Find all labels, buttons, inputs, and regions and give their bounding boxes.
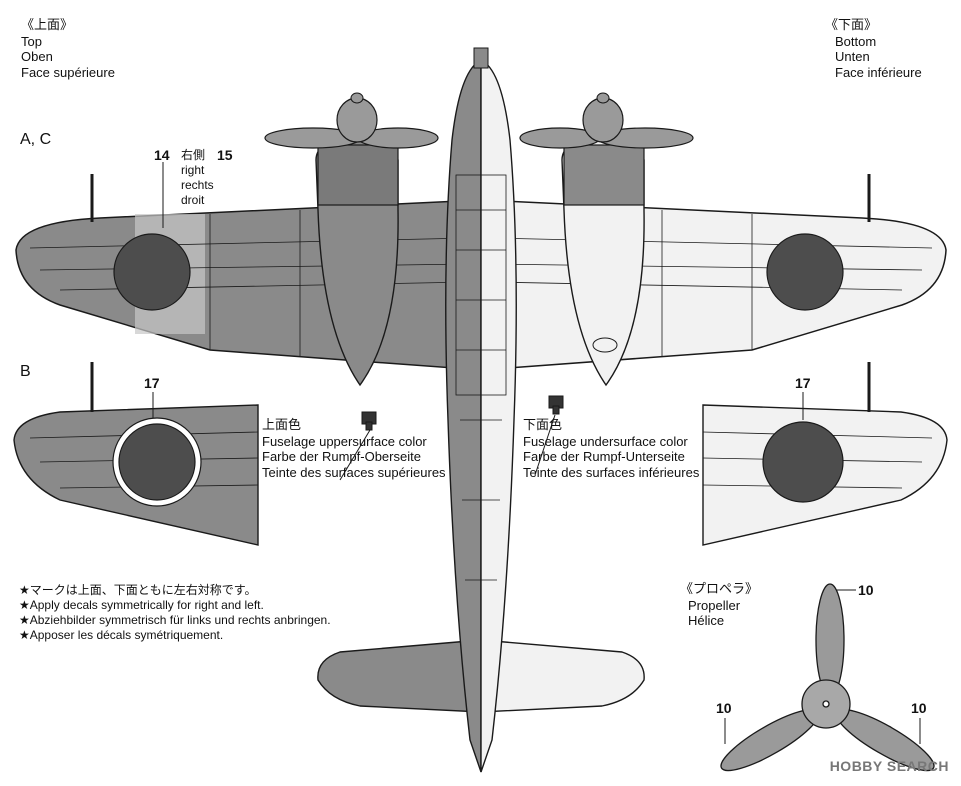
watermark: HOBBY SEARCH <box>829 758 949 774</box>
bottom-view-en: Bottom <box>835 33 877 49</box>
decal-10-right: 10 <box>911 700 927 716</box>
variant-b-label: B <box>20 363 31 380</box>
upper-color-callout: 上面色 Fuselage uppersurface color Farbe de… <box>262 418 446 480</box>
variant-ac-label: A, C <box>20 131 52 148</box>
propeller-en: Propeller <box>688 597 741 613</box>
hinomaru-lower-wing <box>766 233 844 311</box>
upper-color-en: Fuselage uppersurface color <box>262 433 427 449</box>
bottom-view-de: Unten <box>835 49 870 64</box>
decal-10-top: 10 <box>858 582 874 598</box>
top-view-fr: Face supérieure <box>21 64 115 80</box>
upper-color-jp: 上面色 <box>262 418 302 433</box>
upper-color-de: Farbe der Rumpf-Oberseite <box>262 449 421 464</box>
hinomaru-upper-wing <box>113 233 191 311</box>
lower-color-callout: 下面色 Fuselage undersurface color Farbe de… <box>523 418 699 480</box>
fuselage-upper-half <box>445 58 482 773</box>
top-view-label: 《上面》 Top Oben Face supérieure <box>21 18 115 80</box>
decal-14: 14 <box>154 147 170 163</box>
upper-color-fr: Teinte des surfaces supérieures <box>262 464 446 480</box>
top-view-de: Oben <box>21 49 53 64</box>
decal-10-left: 10 <box>716 700 732 716</box>
right-side-en: right <box>181 163 205 177</box>
bottom-view-jp: 《下面》 <box>825 18 878 33</box>
decal-17-upper: 17 <box>144 375 160 391</box>
propeller-drawing <box>720 583 935 772</box>
propeller-jp: 《プロペラ》 <box>680 582 759 597</box>
notes-fr: ★Apposer les décals symétriquement. <box>19 628 224 642</box>
paint-marker-lower <box>548 395 564 415</box>
top-view-en: Top <box>21 33 42 49</box>
top-view-jp: 《上面》 <box>21 18 74 33</box>
propeller-label: 《プロペラ》 Propeller Hélice <box>680 582 758 629</box>
left-tailplane <box>317 639 482 713</box>
lower-color-jp: 下面色 <box>523 418 563 433</box>
bottom-view-fr: Face inférieure <box>835 64 922 80</box>
propeller-fr: Hélice <box>688 613 725 628</box>
decal-15: 15 <box>217 147 233 163</box>
paint-marker-upper <box>361 411 377 431</box>
right-main-wing <box>480 199 947 371</box>
right-side-jp: 右側 <box>181 148 206 162</box>
fuselage-lower-half <box>480 58 517 773</box>
notes-de: ★Abziehbilder symmetrisch für links und … <box>19 613 331 627</box>
lower-color-de: Farbe der Rumpf-Unterseite <box>523 449 685 464</box>
hinomaru-b-lower <box>762 421 844 503</box>
notes-en: ★Apply decals symmetrically for right an… <box>19 598 264 612</box>
lower-color-en: Fuselage undersurface color <box>523 433 688 449</box>
right-side-label: 右側 right rechts droit <box>181 148 214 208</box>
left-main-wing <box>15 199 482 371</box>
notes-jp: ★マークは上面、下面ともに左右対称です。 <box>19 583 257 597</box>
bottom-view-label: 《下面》 Bottom Unten Face inférieure <box>825 18 922 80</box>
right-side-fr: droit <box>181 193 205 207</box>
right-side-de: rechts <box>181 178 214 192</box>
right-tailplane <box>480 639 645 713</box>
lower-color-fr: Teinte des surfaces inférieures <box>523 464 700 480</box>
decal-notes: ★マークは上面、下面ともに左右対称です。 ★Apply decals symme… <box>19 583 331 643</box>
decal-17-lower: 17 <box>795 375 811 391</box>
